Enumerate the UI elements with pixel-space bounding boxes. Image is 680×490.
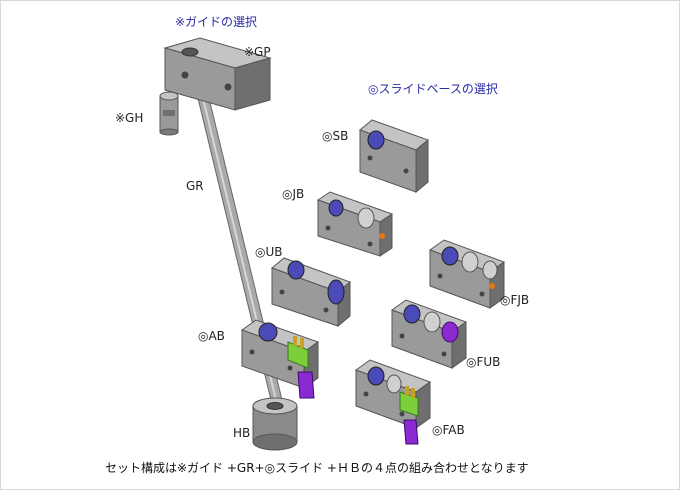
- sb-block: [359, 119, 429, 194]
- label-gh: ※GH: [115, 111, 143, 125]
- gp-block: [163, 37, 272, 111]
- hb-base: [252, 397, 298, 451]
- ab-block: [240, 319, 320, 399]
- label-ab: ◎AB: [198, 329, 225, 343]
- label-gp: ※GP: [244, 45, 271, 59]
- label-hb: HB: [233, 426, 250, 440]
- fjb-block: [428, 239, 506, 309]
- label-jb: ◎JB: [282, 187, 304, 201]
- footer-caption: セット構成は※ガイド +GR+◎スライド +ＨＢの４点の組み合わせとなります: [105, 460, 529, 475]
- label-fab: ◎FAB: [432, 423, 465, 437]
- fab-block: [354, 359, 432, 445]
- gh-holder: [159, 91, 179, 136]
- label-sb: ◎SB: [322, 129, 348, 143]
- ub-block: [271, 257, 351, 328]
- label-gr: GR: [186, 179, 204, 193]
- label-ub: ◎UB: [255, 245, 283, 259]
- fub-block: [390, 299, 468, 369]
- label-fjb: ◎FJB: [500, 293, 529, 307]
- heading-slide-base: ◎スライドベースの選択: [368, 82, 498, 96]
- label-fub: ◎FUB: [466, 355, 500, 369]
- jb-block: [316, 191, 394, 257]
- heading-guide: ※ガイドの選択: [175, 15, 257, 29]
